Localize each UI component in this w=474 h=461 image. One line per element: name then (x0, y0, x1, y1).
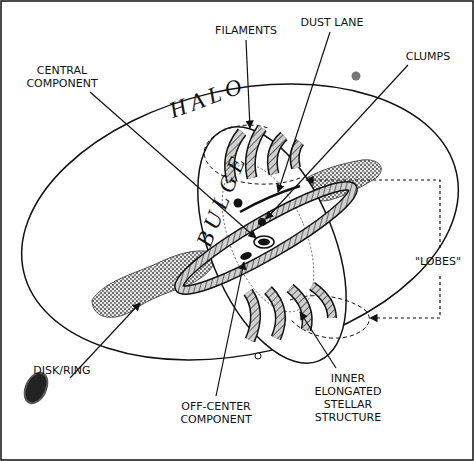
clump (258, 218, 266, 226)
dust-lane (240, 186, 300, 212)
part-label: DUST LANE (287, 16, 377, 29)
part-label: "LOBES" (406, 255, 470, 268)
part-label: FILAMENTS (201, 24, 291, 37)
off-center-component (239, 251, 253, 262)
central-component (254, 236, 274, 248)
background-object (255, 353, 261, 359)
bulge-ellipse (168, 106, 377, 384)
region-label: BULGE (187, 135, 258, 265)
part-label: INNER ELONGATED STELLAR STRUCTURE (306, 372, 390, 424)
region-label: HALO (152, 68, 264, 128)
part-label: CLUMPS (393, 50, 463, 63)
background-object (352, 72, 361, 81)
part-label: CENTRAL COMPONENT (12, 64, 112, 90)
leader-lines (70, 32, 408, 396)
lobes-bracket (306, 180, 440, 318)
part-label: OFF-CENTER COMPONENT (164, 400, 268, 426)
part-label: DISK/RING (17, 364, 107, 377)
central-component (258, 239, 270, 246)
halo-ellipse (0, 43, 474, 400)
